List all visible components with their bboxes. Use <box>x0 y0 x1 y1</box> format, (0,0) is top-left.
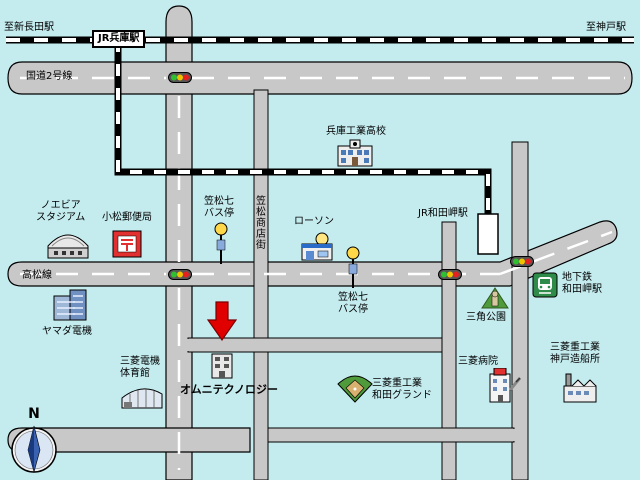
down-arrow-icon <box>206 301 238 342</box>
bus-stop-icon <box>214 222 228 264</box>
kasamatsu7-bus-label-2: 笠松七 バス停 <box>338 292 368 315</box>
mitsubishi-gym-label: 三菱電機 体育館 <box>120 356 160 379</box>
baseball-ground-icon <box>337 375 373 403</box>
stadium-icon <box>47 234 89 259</box>
post-office-icon <box>112 230 142 258</box>
jr-wadamisaki-label: JR和田岬駅 <box>418 208 468 219</box>
convenience-store-icon <box>301 232 333 261</box>
east-terminus-label: 至神戸駅 <box>586 22 626 33</box>
office-icon[interactable] <box>210 352 234 380</box>
mitsubishi-hospital-label: 三菱病院 <box>458 356 498 367</box>
traffic-light-icon <box>168 269 192 280</box>
yamada-denki-label: ヤマダ電機 <box>42 326 92 337</box>
hospital-icon <box>489 368 522 403</box>
omni-technology-label: オムニテクノロジー <box>180 383 279 396</box>
sankaku-park-label: 三角公園 <box>466 312 506 323</box>
route2-label: 国道2号線 <box>26 71 73 82</box>
komatsu-post-label: 小松郵便局 <box>102 212 152 223</box>
west-terminus-label: 至新長田駅 <box>4 22 54 33</box>
factory-icon <box>563 373 597 403</box>
jr-wadamisaki-platform <box>477 213 499 255</box>
mitsubishi-wada-ground-label: 三菱重工業 和田グランド <box>372 378 432 401</box>
lawson-label: ローソン <box>294 216 334 227</box>
wadamisaki-street <box>511 141 529 480</box>
traffic-light-icon <box>168 72 192 83</box>
building-icon <box>53 289 87 321</box>
mitsubishi-shipyard-label: 三菱重工業 神戸造船所 <box>550 342 600 365</box>
gym-icon <box>121 388 163 409</box>
park-icon <box>481 287 509 309</box>
traffic-light-icon <box>438 269 462 280</box>
subway-icon <box>532 272 558 298</box>
hyogo-tech-hs-label: 兵庫工業高校 <box>326 126 386 137</box>
takamatsu-label: 高松線 <box>22 270 52 281</box>
compass-icon: N <box>11 406 57 474</box>
jr-hyogo-station[interactable]: JR兵庫駅 <box>92 30 146 48</box>
kasamatsu7-bus-label-1: 笠松七 バス停 <box>204 196 234 219</box>
school-icon <box>337 139 373 167</box>
kasamatsu-shotengai-label: 笠松商店街 <box>256 196 266 251</box>
traffic-light-icon <box>510 256 534 267</box>
noevir-stadium-label: ノエビア スタジアム <box>36 200 86 223</box>
subway-wadamisaki-label: 地下鉄 和田岬駅 <box>562 272 602 295</box>
takamatsu-road <box>7 220 618 287</box>
bottom-lane <box>267 427 515 443</box>
bus-stop-icon <box>346 246 360 288</box>
north-label: N <box>28 406 40 422</box>
